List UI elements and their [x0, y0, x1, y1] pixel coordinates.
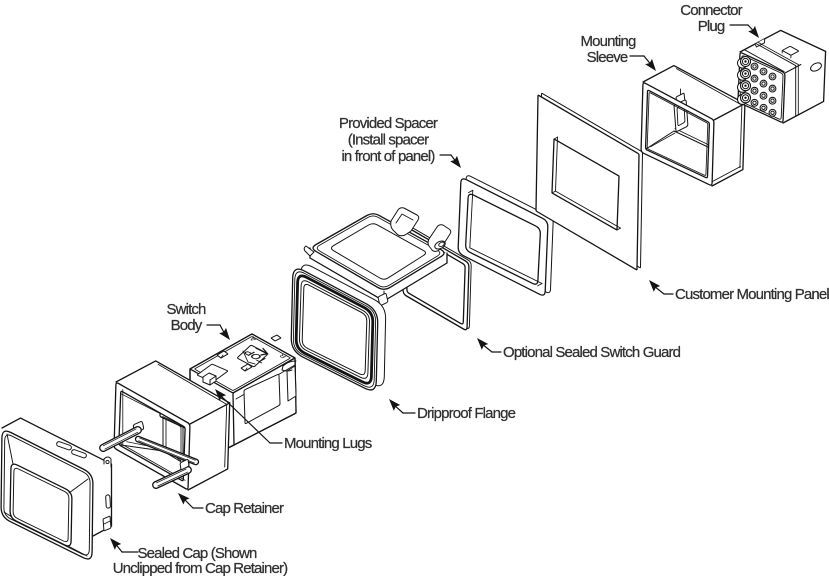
svg-text:Optional Sealed Switch Guard: Optional Sealed Switch Guard — [503, 344, 681, 361]
svg-text:Sleeve: Sleeve — [587, 49, 628, 66]
svg-text:Cap Retainer: Cap Retainer — [205, 500, 284, 517]
svg-text:Unclipped from Cap Retainer): Unclipped from Cap Retainer) — [113, 560, 288, 576]
svg-text:in front of panel): in front of panel) — [341, 148, 435, 165]
svg-text:Dripproof Flange: Dripproof Flange — [417, 405, 516, 422]
svg-text:Sealed Cap (Shown: Sealed Cap (Shown — [138, 545, 257, 562]
svg-text:(Install spacer: (Install spacer — [348, 132, 429, 149]
svg-text:Plug: Plug — [698, 18, 725, 35]
svg-text:Provided Spacer: Provided Spacer — [339, 115, 438, 132]
svg-text:Mounting Lugs: Mounting Lugs — [284, 435, 372, 452]
svg-text:Body: Body — [171, 317, 203, 334]
svg-text:Switch: Switch — [166, 301, 206, 318]
svg-text:A: A — [247, 335, 260, 342]
svg-text:Customer Mounting Panel: Customer Mounting Panel — [675, 286, 829, 303]
svg-text:Connector: Connector — [680, 2, 742, 19]
svg-text:B: B — [277, 352, 290, 359]
svg-text:Mounting: Mounting — [581, 33, 636, 50]
